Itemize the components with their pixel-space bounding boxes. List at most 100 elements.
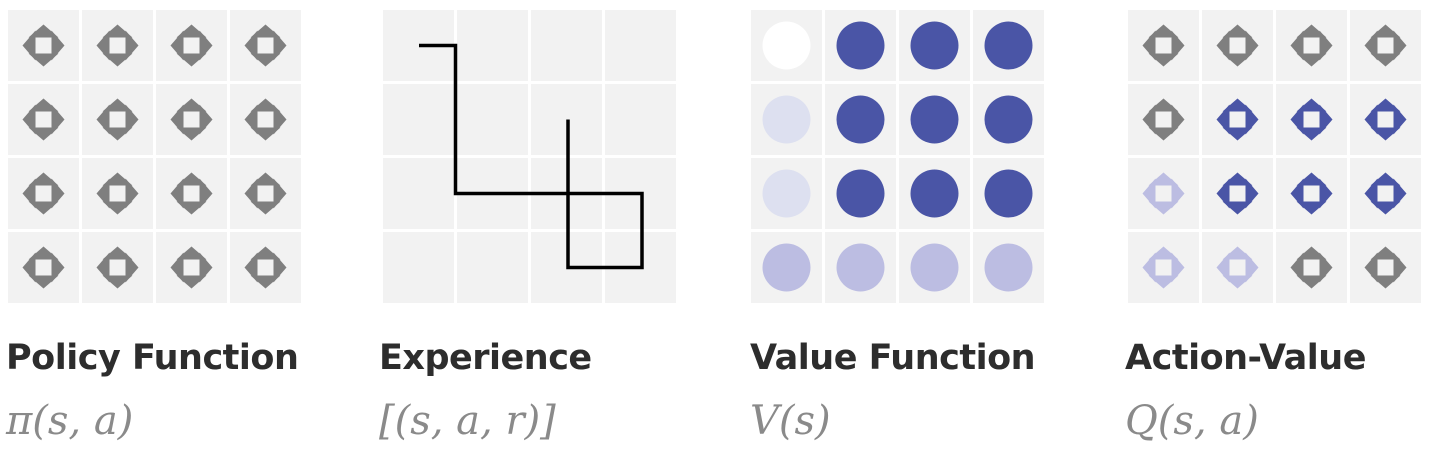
- action-arrows-icon: [96, 246, 139, 289]
- value-circle-icon: [910, 95, 959, 144]
- arrow-icon: [1142, 104, 1156, 135]
- arrow-icon: [51, 30, 65, 61]
- arrow-icon: [250, 201, 281, 215]
- arrow-icon: [244, 178, 258, 209]
- arrow-icon: [1370, 172, 1401, 186]
- arrow-icon: [1142, 178, 1156, 209]
- action-arrows-icon: [1216, 172, 1259, 215]
- grid-cell: [82, 10, 153, 81]
- arrow-icon: [28, 127, 59, 141]
- arrow-icon: [1393, 104, 1407, 135]
- action-value-notation: Q(s, a): [1125, 398, 1259, 444]
- arrow-icon: [102, 246, 133, 260]
- value-circle-icon: [762, 169, 811, 218]
- arrow-icon: [51, 104, 65, 135]
- arrow-icon: [1222, 201, 1253, 215]
- grid-cell: [531, 10, 602, 81]
- arrow-icon: [1290, 30, 1304, 61]
- value-circle-icon: [910, 243, 959, 292]
- grid-cell: [1202, 158, 1273, 229]
- grid-cell: [457, 84, 528, 155]
- arrow-icon: [170, 252, 184, 283]
- arrow-icon: [176, 246, 207, 260]
- arrow-icon: [1319, 252, 1333, 283]
- value-circle-icon: [984, 169, 1033, 218]
- grid-cell: [1202, 232, 1273, 303]
- grid-cell: [1276, 158, 1347, 229]
- arrow-icon: [1290, 252, 1304, 283]
- arrow-icon: [1171, 30, 1185, 61]
- grid-cell: [457, 232, 528, 303]
- grid-cell: [8, 84, 79, 155]
- grid-cell: [383, 84, 454, 155]
- arrow-icon: [1290, 178, 1304, 209]
- arrow-icon: [170, 30, 184, 61]
- arrow-icon: [125, 252, 139, 283]
- value-circle-icon: [762, 243, 811, 292]
- trajectory-path: [419, 43, 644, 270]
- action-arrows-icon: [170, 172, 213, 215]
- action-arrows-icon: [1364, 98, 1407, 141]
- grid-cell: [383, 158, 454, 229]
- grid-cell: [1128, 10, 1199, 81]
- arrow-icon: [176, 53, 207, 67]
- arrow-icon: [176, 98, 207, 112]
- arrow-icon: [102, 98, 133, 112]
- arrow-icon: [1296, 275, 1327, 289]
- arrow-icon: [102, 24, 133, 38]
- arrow-icon: [22, 178, 36, 209]
- arrow-icon: [1296, 201, 1327, 215]
- arrow-icon: [22, 30, 36, 61]
- action-arrows-icon: [22, 24, 65, 67]
- arrow-icon: [176, 275, 207, 289]
- value-circle-icon: [836, 169, 885, 218]
- grid-cell: [230, 158, 301, 229]
- arrow-icon: [96, 252, 110, 283]
- value-circle-icon: [836, 21, 885, 70]
- arrow-icon: [1296, 53, 1327, 67]
- arrow-icon: [1216, 30, 1230, 61]
- arrow-icon: [1222, 127, 1253, 141]
- grid-cell: [1128, 84, 1199, 155]
- grid-cell: [1350, 10, 1421, 81]
- grid-cell: [156, 84, 227, 155]
- action-arrows-icon: [1142, 24, 1185, 67]
- arrow-icon: [250, 127, 281, 141]
- action-arrows-icon: [1216, 98, 1259, 141]
- grid-cell: [1350, 232, 1421, 303]
- arrow-icon: [1393, 178, 1407, 209]
- action-arrows-icon: [1142, 172, 1185, 215]
- arrow-icon: [1296, 98, 1327, 112]
- value-circle-icon: [984, 243, 1033, 292]
- action-arrows-icon: [1142, 98, 1185, 141]
- grid-cell: [1128, 158, 1199, 229]
- grid-cell: [230, 84, 301, 155]
- arrow-icon: [28, 98, 59, 112]
- arrow-icon: [176, 24, 207, 38]
- arrow-icon: [28, 201, 59, 215]
- arrow-icon: [1364, 104, 1378, 135]
- arrow-icon: [28, 172, 59, 186]
- arrow-icon: [244, 252, 258, 283]
- value-circle-icon: [836, 95, 885, 144]
- arrow-icon: [1216, 178, 1230, 209]
- action-arrows-icon: [1364, 246, 1407, 289]
- action-arrows-icon: [22, 246, 65, 289]
- arrow-icon: [28, 53, 59, 67]
- grid-cell: [1202, 84, 1273, 155]
- action-arrows-icon: [1290, 98, 1333, 141]
- arrow-icon: [250, 98, 281, 112]
- arrow-icon: [1296, 127, 1327, 141]
- grid-cell: [605, 10, 676, 81]
- arrow-icon: [1148, 53, 1179, 67]
- arrow-icon: [176, 201, 207, 215]
- arrow-icon: [176, 172, 207, 186]
- arrow-icon: [1319, 178, 1333, 209]
- grid-cell: [383, 232, 454, 303]
- arrow-icon: [1319, 104, 1333, 135]
- grid-cell: [82, 84, 153, 155]
- action-arrows-icon: [1364, 24, 1407, 67]
- policy-notation: π(s, a): [6, 398, 134, 444]
- arrow-icon: [125, 178, 139, 209]
